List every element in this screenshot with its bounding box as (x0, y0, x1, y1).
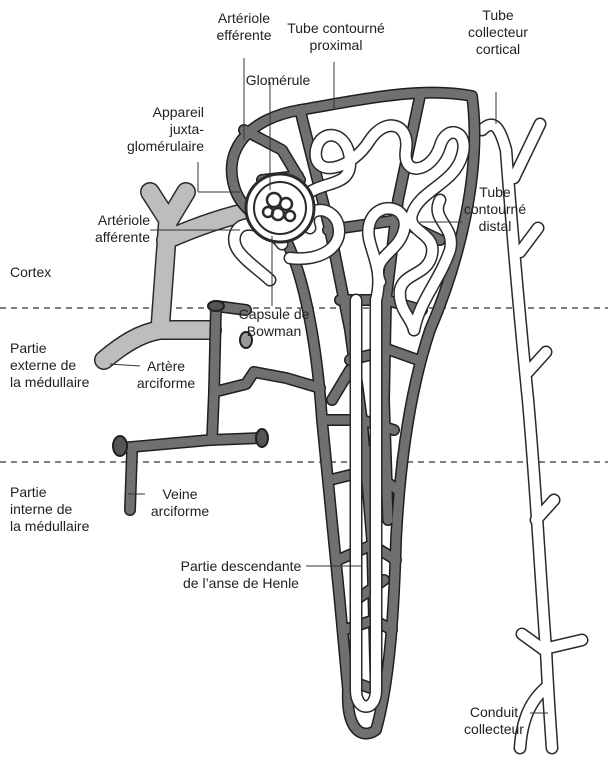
label-arteriole-afferente: Artériole afférente (70, 212, 150, 246)
label-tube-proximal: Tube contourné proximal (284, 20, 388, 54)
label-capsule-bowman: Capsule de Bowman (224, 306, 324, 340)
label-veine-arciforme: Veine arciforme (140, 486, 220, 520)
label-tube-distal: Tube contourné distal (454, 184, 536, 235)
label-appareil-juxta-glomerulaire: Appareil juxta- glomérulaire (108, 104, 204, 155)
label-glomerule: Glomérule (238, 72, 318, 89)
label-medullaire-externe: Partie externe de la médullaire (10, 340, 89, 391)
label-artere-arciforme: Artère arciforme (126, 358, 206, 392)
label-medullaire-interne: Partie interne de la médullaire (10, 484, 89, 535)
label-conduit-collecteur: Conduit collecteur (454, 704, 534, 738)
label-arteriole-efferente: Artériole efférente (202, 10, 286, 44)
vein-end-left (113, 436, 127, 456)
vein-end-right (256, 429, 268, 447)
label-tube-collecteur-cortical: Tube collecteur cortical (454, 7, 542, 58)
label-anse-henle: Partie descendante de l’anse de Henle (166, 558, 316, 592)
vein-end-top (208, 301, 224, 311)
label-cortex: Cortex (10, 264, 51, 281)
